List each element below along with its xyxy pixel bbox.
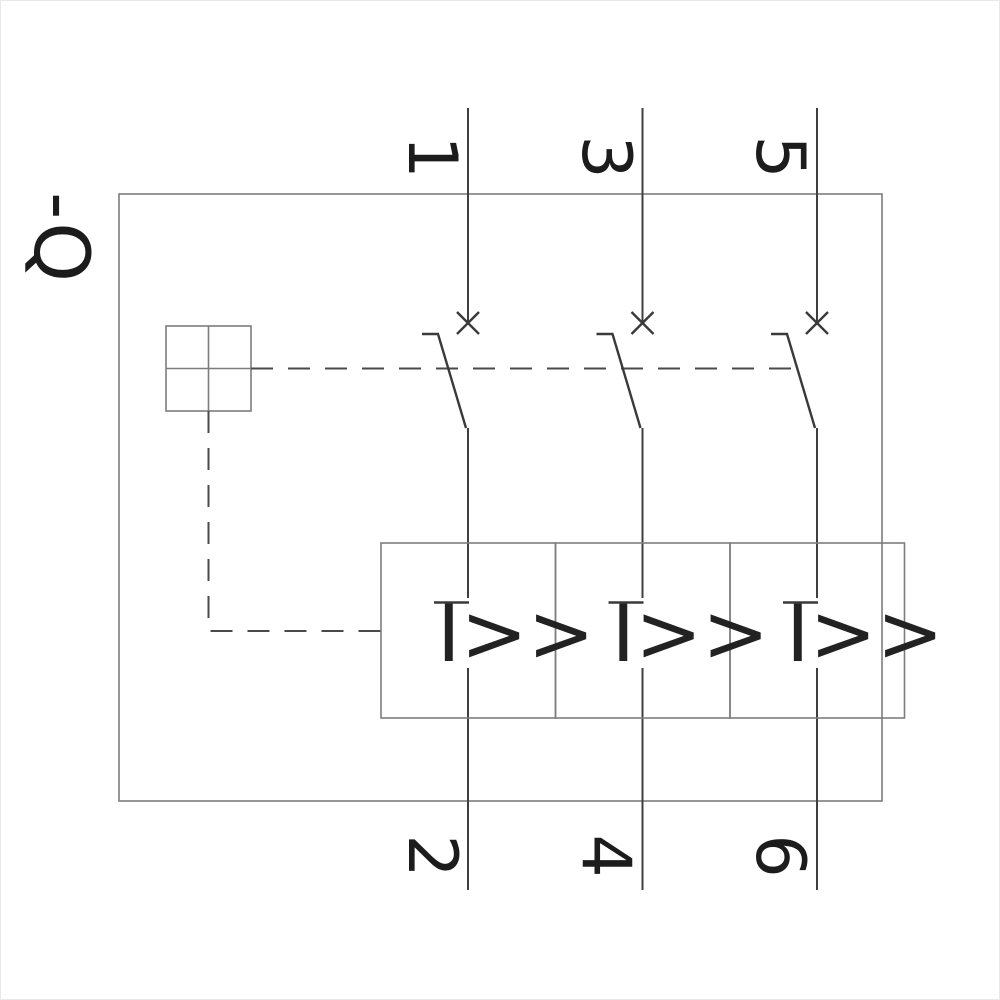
terminal-label-4: 4	[566, 834, 645, 878]
pole-1	[422, 108, 480, 890]
trip-symbol-text-2: I>>	[612, 587, 770, 680]
terminal-label-1: 1	[392, 135, 471, 179]
cross-stroke	[630, 311, 655, 335]
operating-mechanism-symbol	[165, 325, 252, 412]
device-outline-rect	[118, 193, 883, 802]
pole-1-contact-cross-icon	[456, 311, 480, 335]
trip-symbol-text-1: I>>	[437, 587, 595, 680]
pole-2	[596, 108, 655, 890]
trip-unit-boxes	[380, 542, 906, 719]
pole-2-switch-blade	[611, 333, 642, 429]
trip-symbol-text-3: I>>	[786, 587, 944, 680]
pole-1-switch-blade	[436, 333, 468, 429]
pole-3-switch-blade	[785, 333, 817, 429]
pole-2-contact-cross-icon	[630, 311, 655, 335]
cross-stroke	[805, 311, 829, 335]
terminal-label-5: 5	[740, 135, 819, 179]
pole-3-contact-cross-icon	[805, 311, 829, 335]
terminal-label-6: 6	[740, 834, 819, 878]
device-label: -Q	[17, 191, 106, 283]
pole-3	[771, 108, 829, 890]
terminal-label-3: 3	[566, 135, 645, 179]
terminal-label-2: 2	[392, 834, 471, 878]
cross-stroke	[456, 311, 480, 335]
trip-unit-symbols: I>> I>> I>>	[434, 587, 944, 680]
trip-unit-box-3	[729, 542, 906, 719]
trip-linkage-dashed-line	[207, 411, 381, 632]
